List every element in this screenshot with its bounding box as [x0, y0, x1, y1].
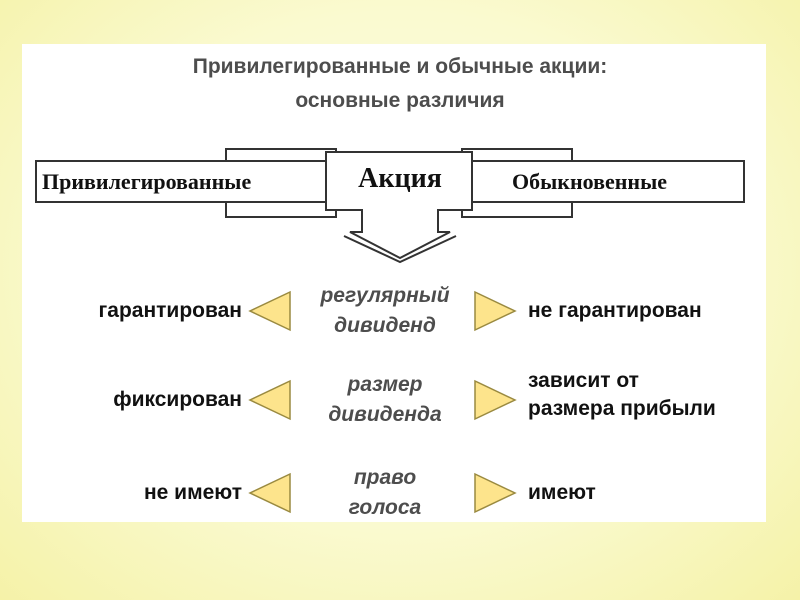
row3-left-arrow — [248, 472, 291, 514]
row2-right-line-2: размера прибыли — [528, 397, 716, 420]
row2-right-line-1: зависит от — [528, 369, 639, 392]
row2-right-label: зависит от размера прибыли — [528, 367, 768, 423]
row2-left-arrow — [248, 379, 291, 421]
row3-right-label: имеют — [528, 479, 768, 507]
row1-right-arrow — [474, 290, 517, 332]
row3-center-line-2: голоса — [348, 496, 422, 519]
row1-left-label: гарантирован — [98, 299, 242, 322]
banner-left-label: Привилегированные — [42, 169, 252, 194]
row2-center-line-2: дивиденда — [328, 403, 442, 426]
page-title: Привилегированные и обычные акции: основ… — [0, 50, 800, 118]
title-line-1: Привилегированные и обычные акции: — [192, 55, 608, 78]
banner-arrow-shadow — [343, 235, 457, 264]
banner-center-arrow — [325, 151, 473, 260]
row3-left-label: не имеют — [143, 481, 242, 504]
row1-center-label: регулярный дивиденд — [290, 281, 480, 341]
title-line-2: основные различия — [295, 89, 505, 112]
slide-panel — [22, 44, 766, 522]
row2-center-label: размер дивиденда — [290, 370, 480, 430]
row3-center-line-1: право — [353, 466, 417, 489]
row1-center-line-1: регулярный — [320, 284, 450, 307]
row3-right-arrow — [474, 472, 517, 514]
row2-left-label: фиксирован — [113, 388, 242, 411]
banner-right-label: Обыкновенные — [512, 169, 668, 194]
row2-center-line-1: размер — [347, 373, 423, 396]
row1-center-line-2: дивиденд — [334, 314, 436, 337]
row1-right-label: не гарантирован — [528, 297, 768, 325]
row2-right-arrow — [474, 379, 517, 421]
banner-center-label: Акция — [358, 163, 442, 194]
row3-right-line-1: имеют — [528, 481, 596, 504]
row1-right-line-1: не гарантирован — [528, 299, 702, 322]
row3-center-label: право голоса — [290, 463, 480, 523]
row1-left-arrow — [248, 290, 291, 332]
